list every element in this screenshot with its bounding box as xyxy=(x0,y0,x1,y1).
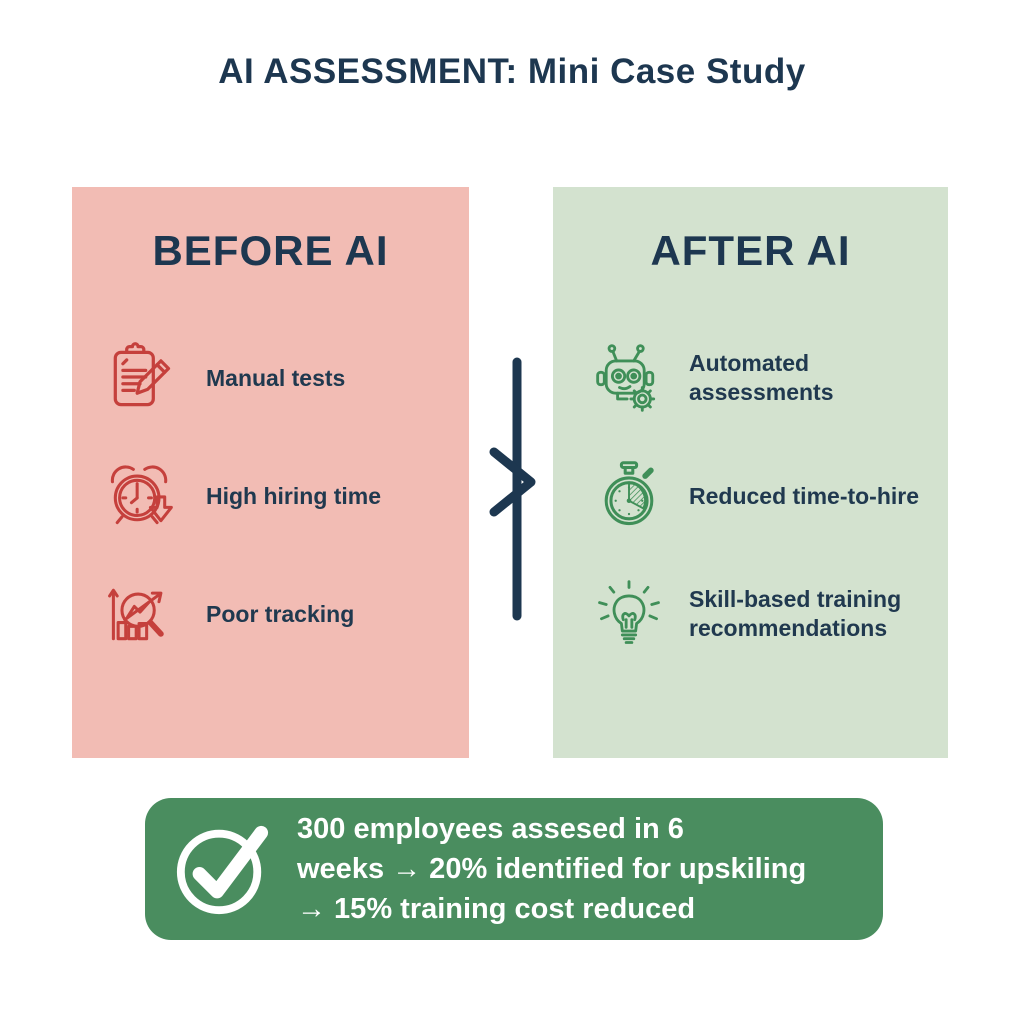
summary-line: → 15% training cost reduced xyxy=(297,893,696,925)
before-ai-header: BEFORE AI xyxy=(152,227,389,274)
page-title: AI ASSESSMENT: Mini Case Study xyxy=(218,52,806,91)
after-item-label: Reduced time-to-hire xyxy=(689,482,920,509)
alarm-clock-down-icon xyxy=(100,455,180,537)
robot-gear-icon xyxy=(589,337,669,419)
lightbulb-icon xyxy=(589,573,669,655)
after-ai-rows: Automated assessments xyxy=(553,337,948,655)
list-item: Reduced time-to-hire xyxy=(589,455,948,537)
list-item: Automated assessments xyxy=(589,337,948,419)
after-ai-header: AFTER AI xyxy=(650,227,851,274)
list-item: Poor tracking xyxy=(100,573,469,655)
clipboard-pencil-icon xyxy=(100,337,180,419)
list-item: Skill-based training recommendations xyxy=(589,573,948,655)
after-item-label: Skill-based training recommendations xyxy=(689,586,902,641)
before-item-label: Manual tests xyxy=(206,364,346,391)
chart-magnifier-icon xyxy=(100,573,180,655)
after-item-label: Automated assessments xyxy=(689,350,834,405)
before-item-label: High hiring time xyxy=(206,482,382,509)
summary-line: weeks → 20% identified for upskiling xyxy=(297,853,807,885)
list-item: High hiring time xyxy=(100,455,469,537)
summary-line: 300 employees assesed in 6 xyxy=(297,813,684,845)
stopwatch-icon xyxy=(589,455,669,537)
right-chevron-flow-icon xyxy=(480,350,556,630)
summary-text: 300 employees assesed in 6 weeks → 20% i… xyxy=(297,809,806,929)
list-item: Manual tests xyxy=(100,337,469,419)
before-item-label: Poor tracking xyxy=(206,600,355,627)
after-ai-panel: AFTER AI xyxy=(553,187,948,758)
check-circle-icon xyxy=(173,817,271,921)
before-ai-rows: Manual tests High hiring time xyxy=(72,337,469,655)
before-ai-panel: BEFORE AI Manual tests xyxy=(72,187,469,758)
summary-banner: 300 employees assesed in 6 weeks → 20% i… xyxy=(145,798,883,940)
